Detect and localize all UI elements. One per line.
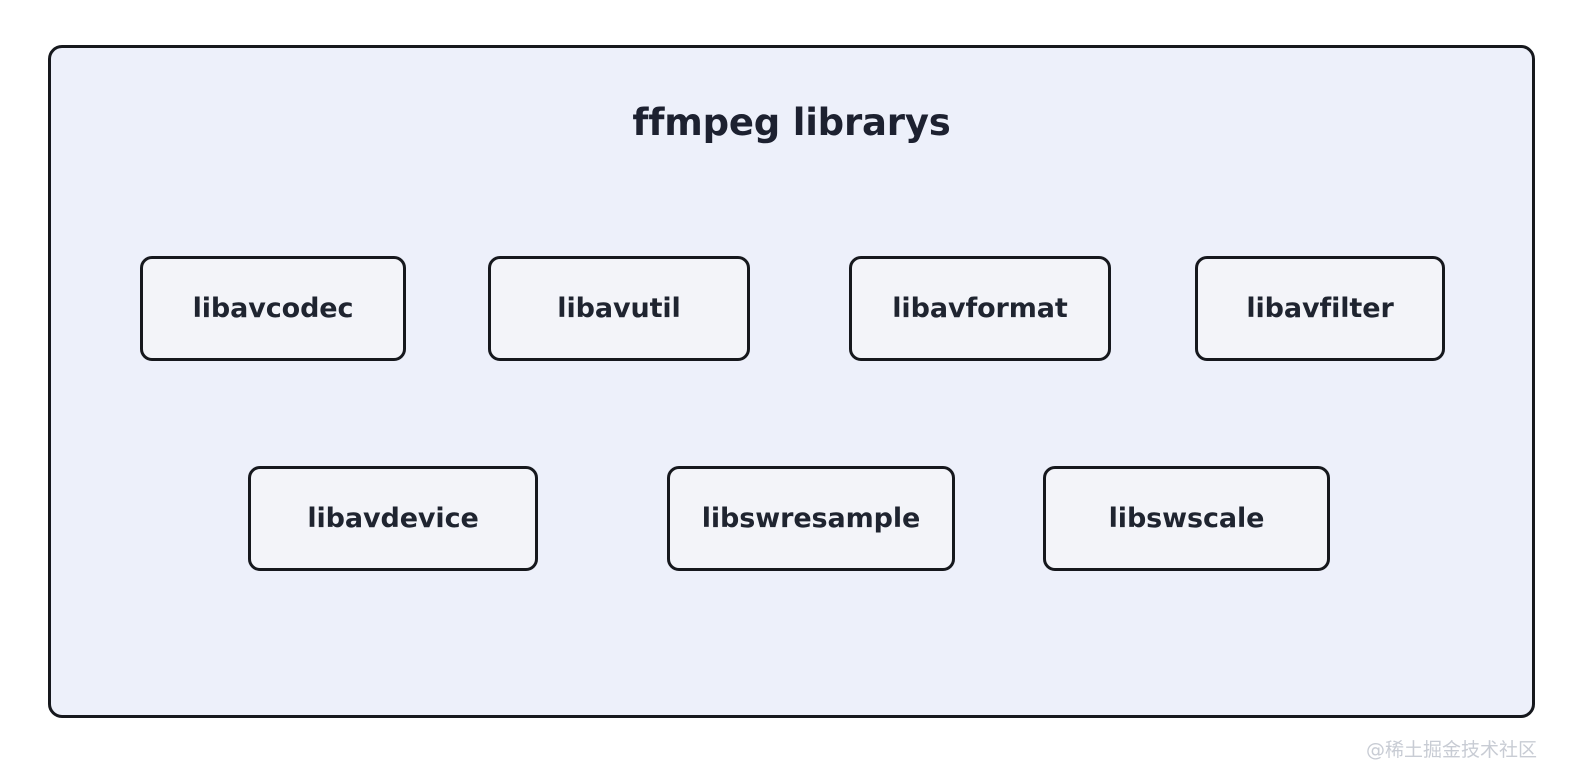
page-title: ffmpeg librarys bbox=[632, 101, 951, 144]
library-box-label: libavcodec bbox=[192, 293, 354, 324]
library-box-libavutil[interactable]: libavutil bbox=[488, 256, 750, 361]
library-box-label: libavdevice bbox=[307, 503, 479, 534]
library-box-libswscale[interactable]: libswscale bbox=[1043, 466, 1330, 571]
library-box-label: libavformat bbox=[892, 293, 1068, 324]
library-box-label: libavfilter bbox=[1246, 293, 1394, 324]
library-box-libswresample[interactable]: libswresample bbox=[667, 466, 955, 571]
library-box-label: libswresample bbox=[701, 503, 921, 534]
library-box-label: libavutil bbox=[557, 293, 681, 324]
ffmpeg-librarys-panel: ffmpeg librarys libavcodec libavutil lib… bbox=[48, 45, 1535, 718]
library-box-label: libswscale bbox=[1108, 503, 1265, 534]
watermark: @稀土掘金技术社区 bbox=[1365, 739, 1537, 761]
library-box-libavcodec[interactable]: libavcodec bbox=[140, 256, 406, 361]
library-box-libavdevice[interactable]: libavdevice bbox=[248, 466, 538, 571]
library-box-libavfilter[interactable]: libavfilter bbox=[1195, 256, 1445, 361]
library-box-libavformat[interactable]: libavformat bbox=[849, 256, 1111, 361]
